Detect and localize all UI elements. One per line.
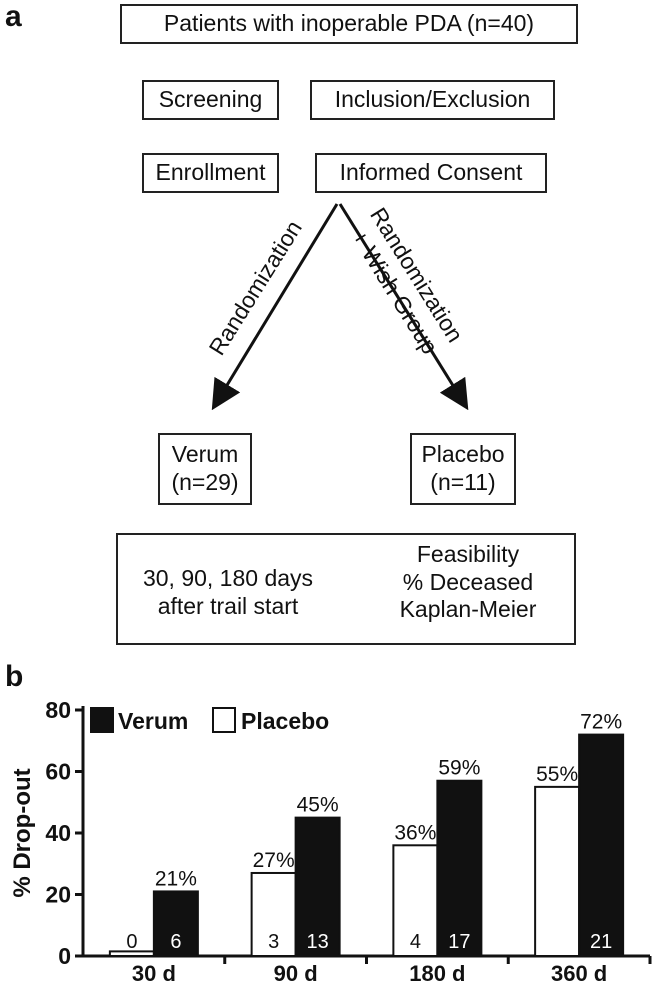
data-label-verum: 45% [297,794,339,817]
x-tick-label: 90 d [274,961,318,983]
data-label-placebo: 27% [253,849,295,872]
legend-label-verum: Verum [118,708,188,734]
legend-swatch-placebo [212,707,236,733]
x-tick-label: 180 d [409,961,465,983]
verum-box: Verum (n=29) [158,433,252,505]
count-label-placebo: 4 [410,931,421,953]
x-tick-label: 360 d [551,961,607,983]
arrow-left [211,203,339,411]
bar-verum [152,890,199,957]
panel-b-letter: b [5,660,24,693]
followup-line-2: after trail start [157,592,299,619]
bar-placebo [250,871,297,958]
followup-text: 30, 90, 180 days after trail start [128,565,328,620]
count-label-placebo: 3 [268,931,279,953]
count-label-verum: 13 [307,931,329,953]
followup-box: 30, 90, 180 days after trail start Feasi… [116,533,576,645]
bar-verum [436,779,483,957]
bar-placebo [534,785,581,957]
verum-n: (n=29) [171,469,239,495]
dropout-bar-chart: % Drop-out 0 20 40 60 80 30 d 0 21% 6 90 d 27% 3 45% 1… [9,697,652,983]
placebo-box: Placebo (n=11) [410,433,516,505]
data-label-verum: 59% [438,757,480,780]
followup-line-1: 30, 90, 180 days [142,565,314,591]
x-tick-label: 30 d [132,961,176,983]
bar-verum [578,733,625,957]
verum-name: Verum [171,441,239,468]
count-label-verum: 17 [448,931,470,953]
inclusion-box: Inclusion/Exclusion [310,80,555,120]
panel-a-letter: a [5,0,22,33]
legend-swatch-verum [90,707,114,733]
y-tick-label: 0 [58,943,71,969]
endpoint-deceased: % Deceased [402,568,534,595]
count-label-verum: 6 [170,931,181,953]
bar-verum [294,816,341,957]
consent-box: Informed Consent [315,153,547,193]
placebo-name: Placebo [421,441,505,468]
endpoint-kaplan-meier: Kaplan-Meier [399,596,537,623]
endpoints-text: Feasibility % Deceased Kaplan-Meier [368,541,568,624]
bar-placebo [392,844,439,957]
endpoint-feasibility: Feasibility [416,541,520,567]
y-axis-label: % Drop-out [9,768,36,897]
data-label-placebo: 36% [394,821,436,844]
patients-box: Patients with inoperable PDA (n=40) [120,4,578,44]
arrow-right [338,203,469,411]
y-tick-label: 60 [45,759,71,785]
data-label-verum: 21% [155,867,197,890]
y-tick-label: 20 [45,882,71,908]
screening-box: Screening [142,80,279,120]
data-label-placebo: 55% [536,763,578,786]
count-label-placebo: 0 [126,931,137,953]
placebo-n: (n=11) [430,469,496,495]
y-tick-label: 80 [45,697,71,723]
count-label-verum: 21 [590,931,612,953]
randomization-arrows: Randomization Randomization + Wish Group [204,203,469,411]
data-label-verum: 72% [580,711,622,734]
legend-label-placebo: Placebo [241,708,329,734]
enrollment-box: Enrollment [142,153,279,193]
y-tick-label: 40 [45,820,71,846]
